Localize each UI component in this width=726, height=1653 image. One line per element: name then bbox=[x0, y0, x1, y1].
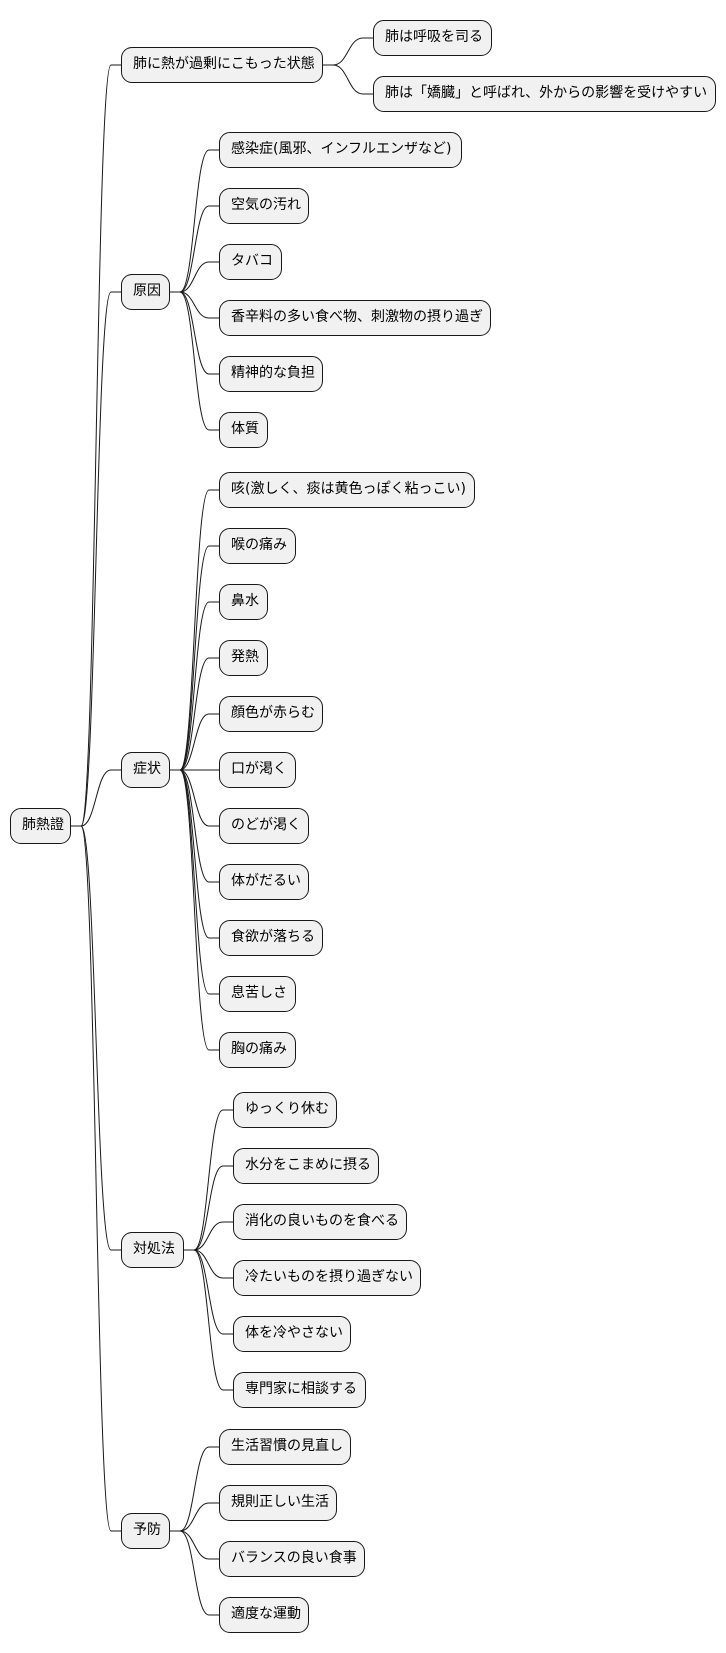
connector-line bbox=[184, 1249, 233, 1391]
leaf-node[interactable]: 肺は「嬌臓」と呼ばれ、外からの影響を受けやすい bbox=[373, 76, 716, 112]
connector-line bbox=[184, 1221, 233, 1251]
leaf-node[interactable]: 冷たいものを摂り過ぎない bbox=[233, 1260, 421, 1296]
root-node[interactable]: 肺熱證 bbox=[10, 808, 71, 844]
leaf-node[interactable]: 香辛料の多い食べ物、刺激物の摂り過ぎ bbox=[219, 300, 491, 336]
connector-line bbox=[170, 1502, 219, 1532]
branch-node[interactable]: 症状 bbox=[121, 752, 170, 788]
leaf-node[interactable]: 消化の良いものを食べる bbox=[233, 1204, 407, 1240]
leaf-node[interactable]: 体がだるい bbox=[219, 864, 309, 900]
leaf-node[interactable]: 水分をこまめに摂る bbox=[233, 1148, 379, 1184]
connector-line bbox=[71, 825, 121, 1251]
leaf-node[interactable]: 生活習慣の見直し bbox=[219, 1429, 351, 1465]
leaf-node[interactable]: 肺は呼吸を司る bbox=[373, 20, 492, 56]
connector-line bbox=[184, 1109, 233, 1251]
connector-line bbox=[170, 657, 219, 771]
branch-node[interactable]: 予防 bbox=[121, 1513, 170, 1549]
leaf-node[interactable]: 息苦しさ bbox=[219, 976, 296, 1012]
leaf-node[interactable]: 体質 bbox=[219, 412, 268, 448]
leaf-node[interactable]: 専門家に相談する bbox=[233, 1372, 366, 1408]
connector-line bbox=[170, 1530, 219, 1616]
branch-node[interactable]: 対処法 bbox=[121, 1232, 184, 1268]
leaf-node[interactable]: 鼻水 bbox=[219, 584, 268, 620]
connector-line bbox=[71, 64, 121, 827]
connector-line bbox=[170, 261, 219, 293]
connector-line bbox=[170, 489, 219, 771]
connector-line bbox=[184, 1165, 233, 1251]
connector-line bbox=[71, 291, 121, 827]
leaf-node[interactable]: 胸の痛み bbox=[219, 1032, 296, 1068]
leaf-node[interactable]: 体を冷やさない bbox=[233, 1316, 351, 1352]
leaf-node[interactable]: 精神的な負担 bbox=[219, 356, 323, 392]
leaf-node[interactable]: ゆっくり休む bbox=[233, 1092, 337, 1128]
connector-line bbox=[323, 64, 373, 95]
leaf-node[interactable]: 発熱 bbox=[219, 640, 268, 676]
connector-line bbox=[170, 149, 219, 293]
leaf-node[interactable]: 感染症(風邪、インフルエンザなど) bbox=[219, 132, 462, 168]
leaf-node[interactable]: 規則正しい生活 bbox=[219, 1485, 337, 1521]
branch-node[interactable]: 原因 bbox=[121, 274, 170, 310]
leaf-node[interactable]: 口が渇く bbox=[219, 752, 296, 788]
connector-line bbox=[170, 1446, 219, 1532]
connector-line bbox=[184, 1249, 233, 1279]
connector-line bbox=[170, 291, 219, 431]
branch-node[interactable]: 肺に熱が過剰にこもった状態 bbox=[121, 47, 323, 83]
leaf-node[interactable]: 適度な運動 bbox=[219, 1597, 309, 1633]
connector-line bbox=[170, 1530, 219, 1560]
leaf-node[interactable]: タバコ bbox=[219, 244, 282, 280]
connector-line bbox=[170, 713, 219, 771]
leaf-node[interactable]: バランスの良い食事 bbox=[219, 1541, 365, 1577]
leaf-node[interactable]: 顔色が赤らむ bbox=[219, 696, 323, 732]
leaf-node[interactable]: 空気の汚れ bbox=[219, 188, 309, 224]
connector-line bbox=[170, 545, 219, 771]
connector-line bbox=[170, 769, 219, 1051]
connector-line bbox=[170, 769, 219, 827]
leaf-node[interactable]: 食欲が落ちる bbox=[219, 920, 323, 956]
leaf-node[interactable]: のどが渇く bbox=[219, 808, 309, 844]
leaf-node[interactable]: 咳(激しく、痰は黄色っぽく粘っこい) bbox=[219, 472, 475, 508]
connector-line bbox=[71, 825, 121, 1532]
connector-line bbox=[71, 769, 121, 827]
connector-line bbox=[170, 291, 219, 319]
connector-line bbox=[323, 37, 373, 66]
connector-line bbox=[170, 601, 219, 771]
leaf-node[interactable]: 喉の痛み bbox=[219, 528, 296, 564]
connector-line bbox=[170, 205, 219, 293]
